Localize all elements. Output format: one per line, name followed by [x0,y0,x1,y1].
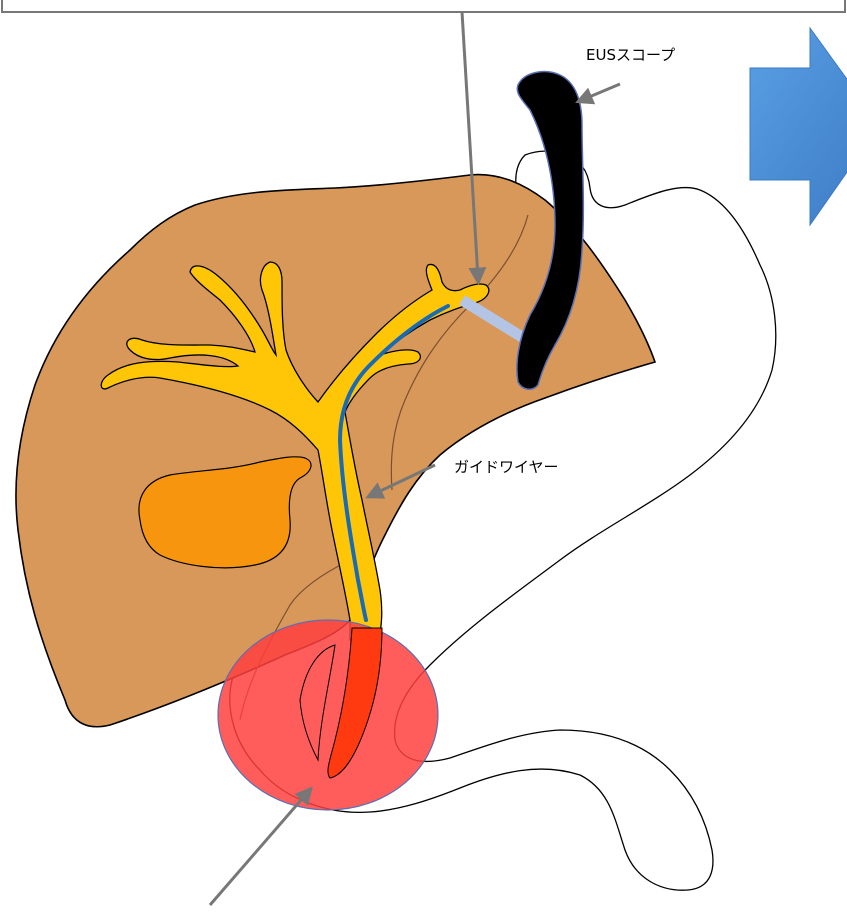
eus-scope-arrow [582,84,620,100]
right-arrow-icon [750,28,847,225]
guidewire-label: ガイドワイヤー [454,458,559,476]
top-callout-box [2,0,845,12]
tumor-callout-arrow [210,792,308,905]
eus-scope-label: EUSスコープ [586,46,675,64]
